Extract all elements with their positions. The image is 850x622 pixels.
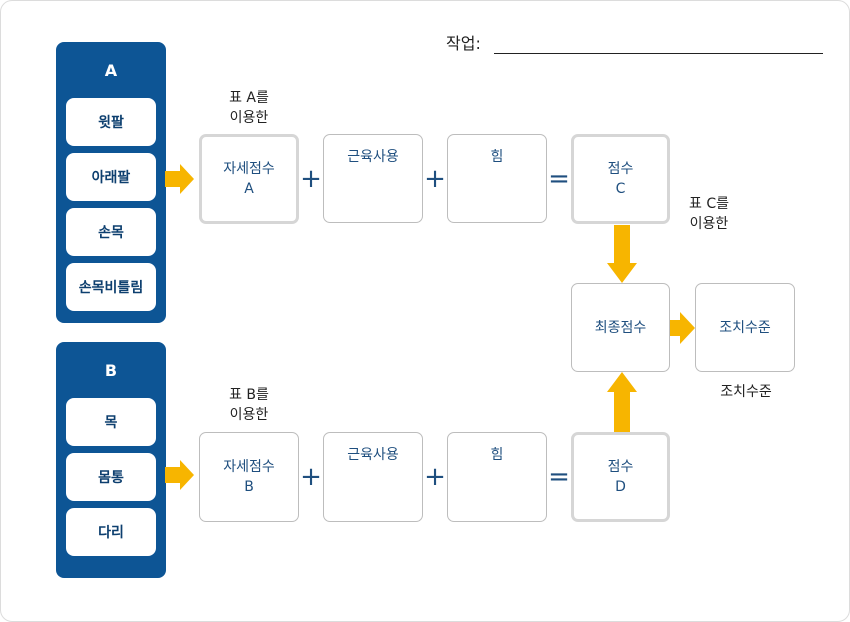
panel-a-item-wrist: 손목 xyxy=(66,208,156,256)
force-b-label: 힘 xyxy=(490,447,504,463)
force-a-label: 힘 xyxy=(490,149,504,165)
force-a-box: 힘 xyxy=(447,134,547,223)
panel-b-item-legs: 다리 xyxy=(66,508,156,556)
muscle-use-b-label: 근육사용 xyxy=(347,447,399,463)
plus-operator: + xyxy=(424,462,446,492)
arrow-right-icon xyxy=(670,312,695,344)
action-level-box: 조치수준 xyxy=(695,283,795,372)
muscle-use-b-box: 근육사용 xyxy=(323,432,423,522)
panel-b-item-trunk: 몸통 xyxy=(66,453,156,501)
grand-score-box: 최종점수 xyxy=(571,283,670,372)
panel-b: B 목 몸통 다리 xyxy=(56,342,166,578)
task-underline xyxy=(494,53,823,54)
equals-operator: = xyxy=(548,164,570,194)
panel-b-item-neck: 목 xyxy=(66,398,156,446)
panel-a: A 윗팔 아래팔 손목 손목비틀림 xyxy=(56,42,166,323)
force-b-box: 힘 xyxy=(447,432,547,522)
arrow-down-icon xyxy=(607,225,637,283)
arrow-right-icon xyxy=(165,164,194,194)
muscle-use-a-box: 근육사용 xyxy=(323,134,423,223)
arrow-right-icon xyxy=(165,460,194,490)
panel-a-item-upper-arm: 윗팔 xyxy=(66,98,156,146)
equals-operator: = xyxy=(548,462,570,492)
panel-a-item-lower-arm: 아래팔 xyxy=(66,153,156,201)
action-level-label: 조치수준 xyxy=(719,319,771,336)
panel-a-title: A xyxy=(104,61,118,80)
panel-a-item-wrist-twist: 손목비틀림 xyxy=(66,263,156,311)
plus-operator: + xyxy=(300,164,322,194)
arrow-up-icon xyxy=(607,372,637,432)
panel-b-title: B xyxy=(104,361,118,380)
muscle-use-a-label: 근육사용 xyxy=(347,149,399,165)
plus-operator: + xyxy=(300,462,322,492)
note-action-level: 조치수준 xyxy=(720,384,772,400)
grand-score-label: 최종점수 xyxy=(594,319,647,336)
task-label: 작업: xyxy=(446,34,481,53)
plus-operator: + xyxy=(424,164,446,194)
